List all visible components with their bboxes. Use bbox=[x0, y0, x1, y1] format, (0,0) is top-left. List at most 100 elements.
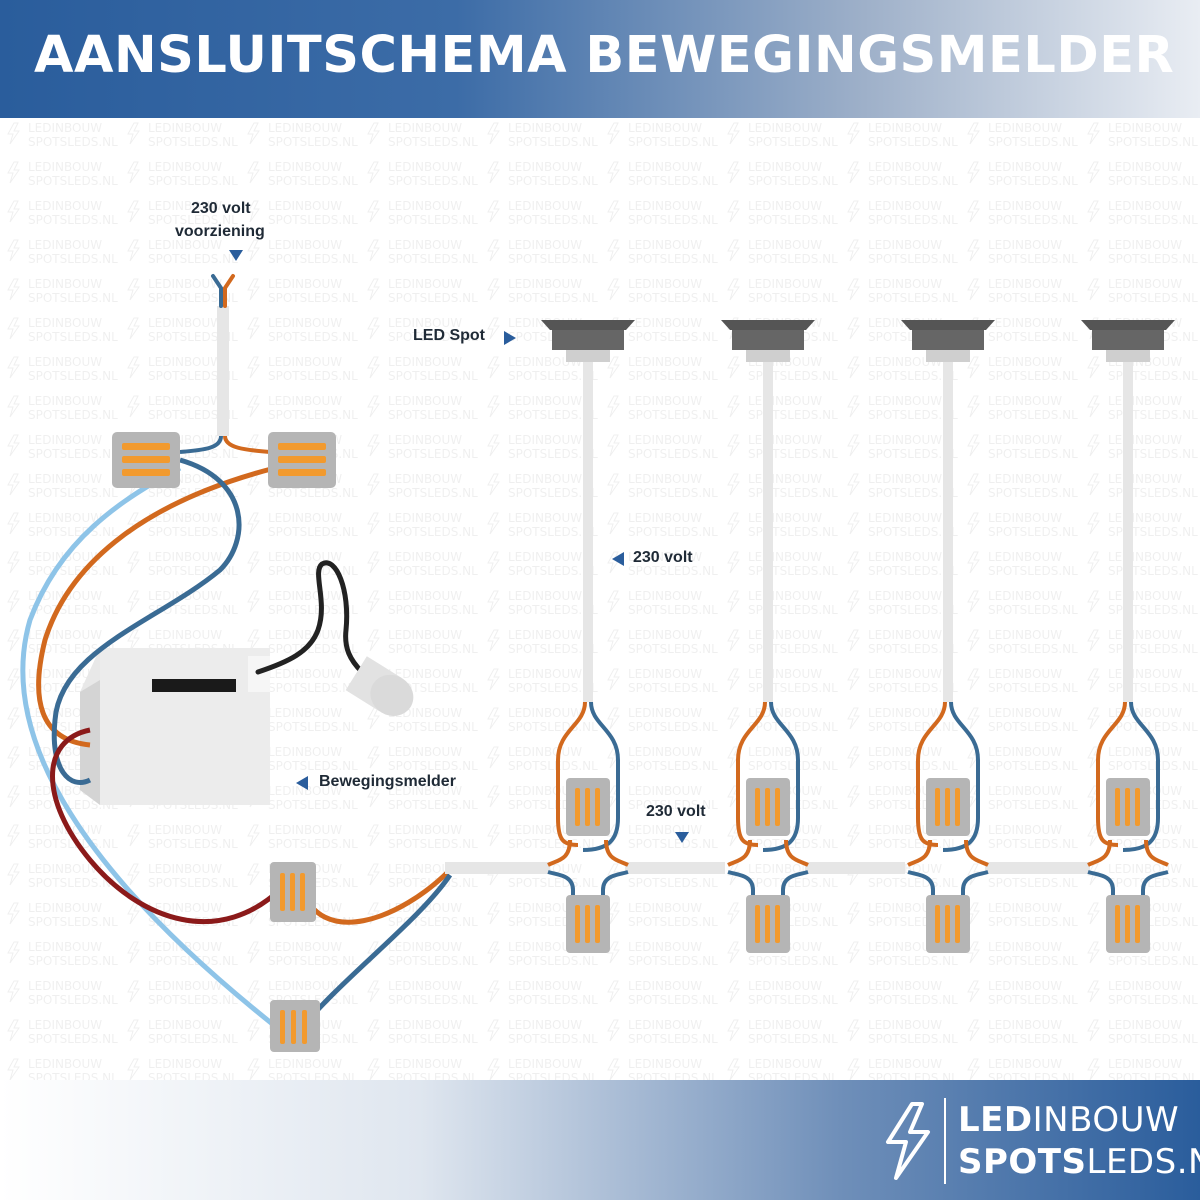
svg-text:SPOTSLEDS.NL: SPOTSLEDS.NL bbox=[988, 213, 1078, 227]
svg-text:LEDINBOUW: LEDINBOUW bbox=[508, 277, 582, 291]
svg-text:LEDINBOUW: LEDINBOUW bbox=[988, 511, 1062, 525]
svg-text:SPOTSLEDS.NL: SPOTSLEDS.NL bbox=[868, 408, 958, 422]
svg-text:SPOTSLEDS.NL: SPOTSLEDS.NL bbox=[988, 993, 1078, 1007]
svg-text:LEDINBOUW: LEDINBOUW bbox=[868, 745, 942, 759]
svg-text:SPOTSLEDS.NL: SPOTSLEDS.NL bbox=[268, 213, 358, 227]
svg-text:SPOTSLEDS.NL: SPOTSLEDS.NL bbox=[988, 720, 1078, 734]
svg-text:LEDINBOUW: LEDINBOUW bbox=[868, 472, 942, 486]
svg-text:LEDINBOUW: LEDINBOUW bbox=[28, 394, 102, 408]
svg-text:SPOTSLEDS.NL: SPOTSLEDS.NL bbox=[748, 993, 838, 1007]
svg-text:SPOTSLEDS.NL: SPOTSLEDS.NL bbox=[268, 252, 358, 266]
svg-text:LEDINBOUW: LEDINBOUW bbox=[388, 1018, 462, 1032]
svg-text:SPOTSLEDS.NL: SPOTSLEDS.NL bbox=[28, 174, 118, 188]
svg-text:LEDINBOUW: LEDINBOUW bbox=[388, 862, 462, 876]
svg-text:SPOTSLEDS.NL: SPOTSLEDS.NL bbox=[28, 213, 118, 227]
svg-text:LEDINBOUW: LEDINBOUW bbox=[1108, 199, 1182, 213]
svg-text:SPOTSLEDS.NL: SPOTSLEDS.NL bbox=[628, 798, 718, 812]
svg-text:LEDINBOUW: LEDINBOUW bbox=[868, 628, 942, 642]
svg-text:SPOTSLEDS.NL: SPOTSLEDS.NL bbox=[988, 564, 1078, 578]
svg-text:LEDINBOUW: LEDINBOUW bbox=[868, 1018, 942, 1032]
svg-text:SPOTSLEDS.NL: SPOTSLEDS.NL bbox=[148, 330, 238, 344]
supply-arrow-icon bbox=[229, 250, 243, 261]
svg-text:SPOTSLEDS.NL: SPOTSLEDS.NL bbox=[748, 954, 838, 968]
svg-text:LEDINBOUW: LEDINBOUW bbox=[988, 1018, 1062, 1032]
svg-text:SPOTSLEDS.NL: SPOTSLEDS.NL bbox=[508, 408, 598, 422]
svg-text:LEDINBOUW: LEDINBOUW bbox=[28, 316, 102, 330]
svg-text:LEDINBOUW: LEDINBOUW bbox=[148, 823, 222, 837]
led-spot-4 bbox=[1079, 318, 1177, 955]
svg-text:SPOTSLEDS.NL: SPOTSLEDS.NL bbox=[1108, 1032, 1198, 1046]
svg-text:LEDINBOUW: LEDINBOUW bbox=[388, 238, 462, 252]
svg-text:LEDINBOUW: LEDINBOUW bbox=[1108, 1057, 1182, 1071]
svg-text:SPOTSLEDS.NL: SPOTSLEDS.NL bbox=[748, 876, 838, 890]
svg-text:SPOTSLEDS.NL: SPOTSLEDS.NL bbox=[628, 759, 718, 773]
svg-text:LEDINBOUW: LEDINBOUW bbox=[268, 511, 342, 525]
svg-text:SPOTSLEDS.NL: SPOTSLEDS.NL bbox=[508, 1032, 598, 1046]
svg-text:SPOTSLEDS.NL: SPOTSLEDS.NL bbox=[868, 135, 958, 149]
svg-text:SPOTSLEDS.NL: SPOTSLEDS.NL bbox=[988, 954, 1078, 968]
svg-text:LEDINBOUW: LEDINBOUW bbox=[508, 199, 582, 213]
page-title: AANSLUITSCHEMA BEWEGINGSMELDER bbox=[34, 26, 1175, 85]
svg-text:LEDINBOUW: LEDINBOUW bbox=[868, 433, 942, 447]
svg-text:SPOTSLEDS.NL: SPOTSLEDS.NL bbox=[268, 798, 358, 812]
svg-text:SPOTSLEDS.NL: SPOTSLEDS.NL bbox=[28, 1032, 118, 1046]
svg-text:LEDINBOUW: LEDINBOUW bbox=[148, 1018, 222, 1032]
svg-text:LEDINBOUW: LEDINBOUW bbox=[508, 238, 582, 252]
svg-text:SPOTSLEDS.NL: SPOTSLEDS.NL bbox=[748, 720, 838, 734]
svg-text:SPOTSLEDS.NL: SPOTSLEDS.NL bbox=[388, 993, 478, 1007]
svg-text:LEDINBOUW: LEDINBOUW bbox=[748, 199, 822, 213]
svg-text:SPOTSLEDS.NL: SPOTSLEDS.NL bbox=[268, 642, 358, 656]
svg-text:LEDINBOUW: LEDINBOUW bbox=[268, 1057, 342, 1071]
svg-text:LEDINBOUW: LEDINBOUW bbox=[508, 1057, 582, 1071]
svg-text:SPOTSLEDS.NL: SPOTSLEDS.NL bbox=[28, 603, 118, 617]
svg-text:SPOTSLEDS.NL: SPOTSLEDS.NL bbox=[268, 681, 358, 695]
led-spot-2 bbox=[719, 318, 817, 955]
svg-text:LEDINBOUW: LEDINBOUW bbox=[988, 628, 1062, 642]
loop-wires bbox=[20, 457, 453, 1032]
svg-text:SPOTSLEDS.NL: SPOTSLEDS.NL bbox=[508, 213, 598, 227]
svg-text:SPOTSLEDS.NL: SPOTSLEDS.NL bbox=[988, 1032, 1078, 1046]
svg-text:SPOTSLEDS.NL: SPOTSLEDS.NL bbox=[388, 135, 478, 149]
svg-text:LEDINBOUW: LEDINBOUW bbox=[508, 1018, 582, 1032]
svg-text:LEDINBOUW: LEDINBOUW bbox=[628, 238, 702, 252]
svg-text:SPOTSLEDS.NL: SPOTSLEDS.NL bbox=[628, 564, 718, 578]
svg-text:SPOTSLEDS.NL: SPOTSLEDS.NL bbox=[988, 798, 1078, 812]
svg-text:SPOTSLEDS.NL: SPOTSLEDS.NL bbox=[1108, 993, 1198, 1007]
svg-text:LEDINBOUW: LEDINBOUW bbox=[508, 940, 582, 954]
svg-text:LEDINBOUW: LEDINBOUW bbox=[628, 628, 702, 642]
svg-text:LEDINBOUW: LEDINBOUW bbox=[268, 316, 342, 330]
svg-text:LEDINBOUW: LEDINBOUW bbox=[868, 511, 942, 525]
motion-sensor-arrow-icon bbox=[296, 776, 308, 790]
svg-text:SPOTSLEDS.NL: SPOTSLEDS.NL bbox=[748, 759, 838, 773]
